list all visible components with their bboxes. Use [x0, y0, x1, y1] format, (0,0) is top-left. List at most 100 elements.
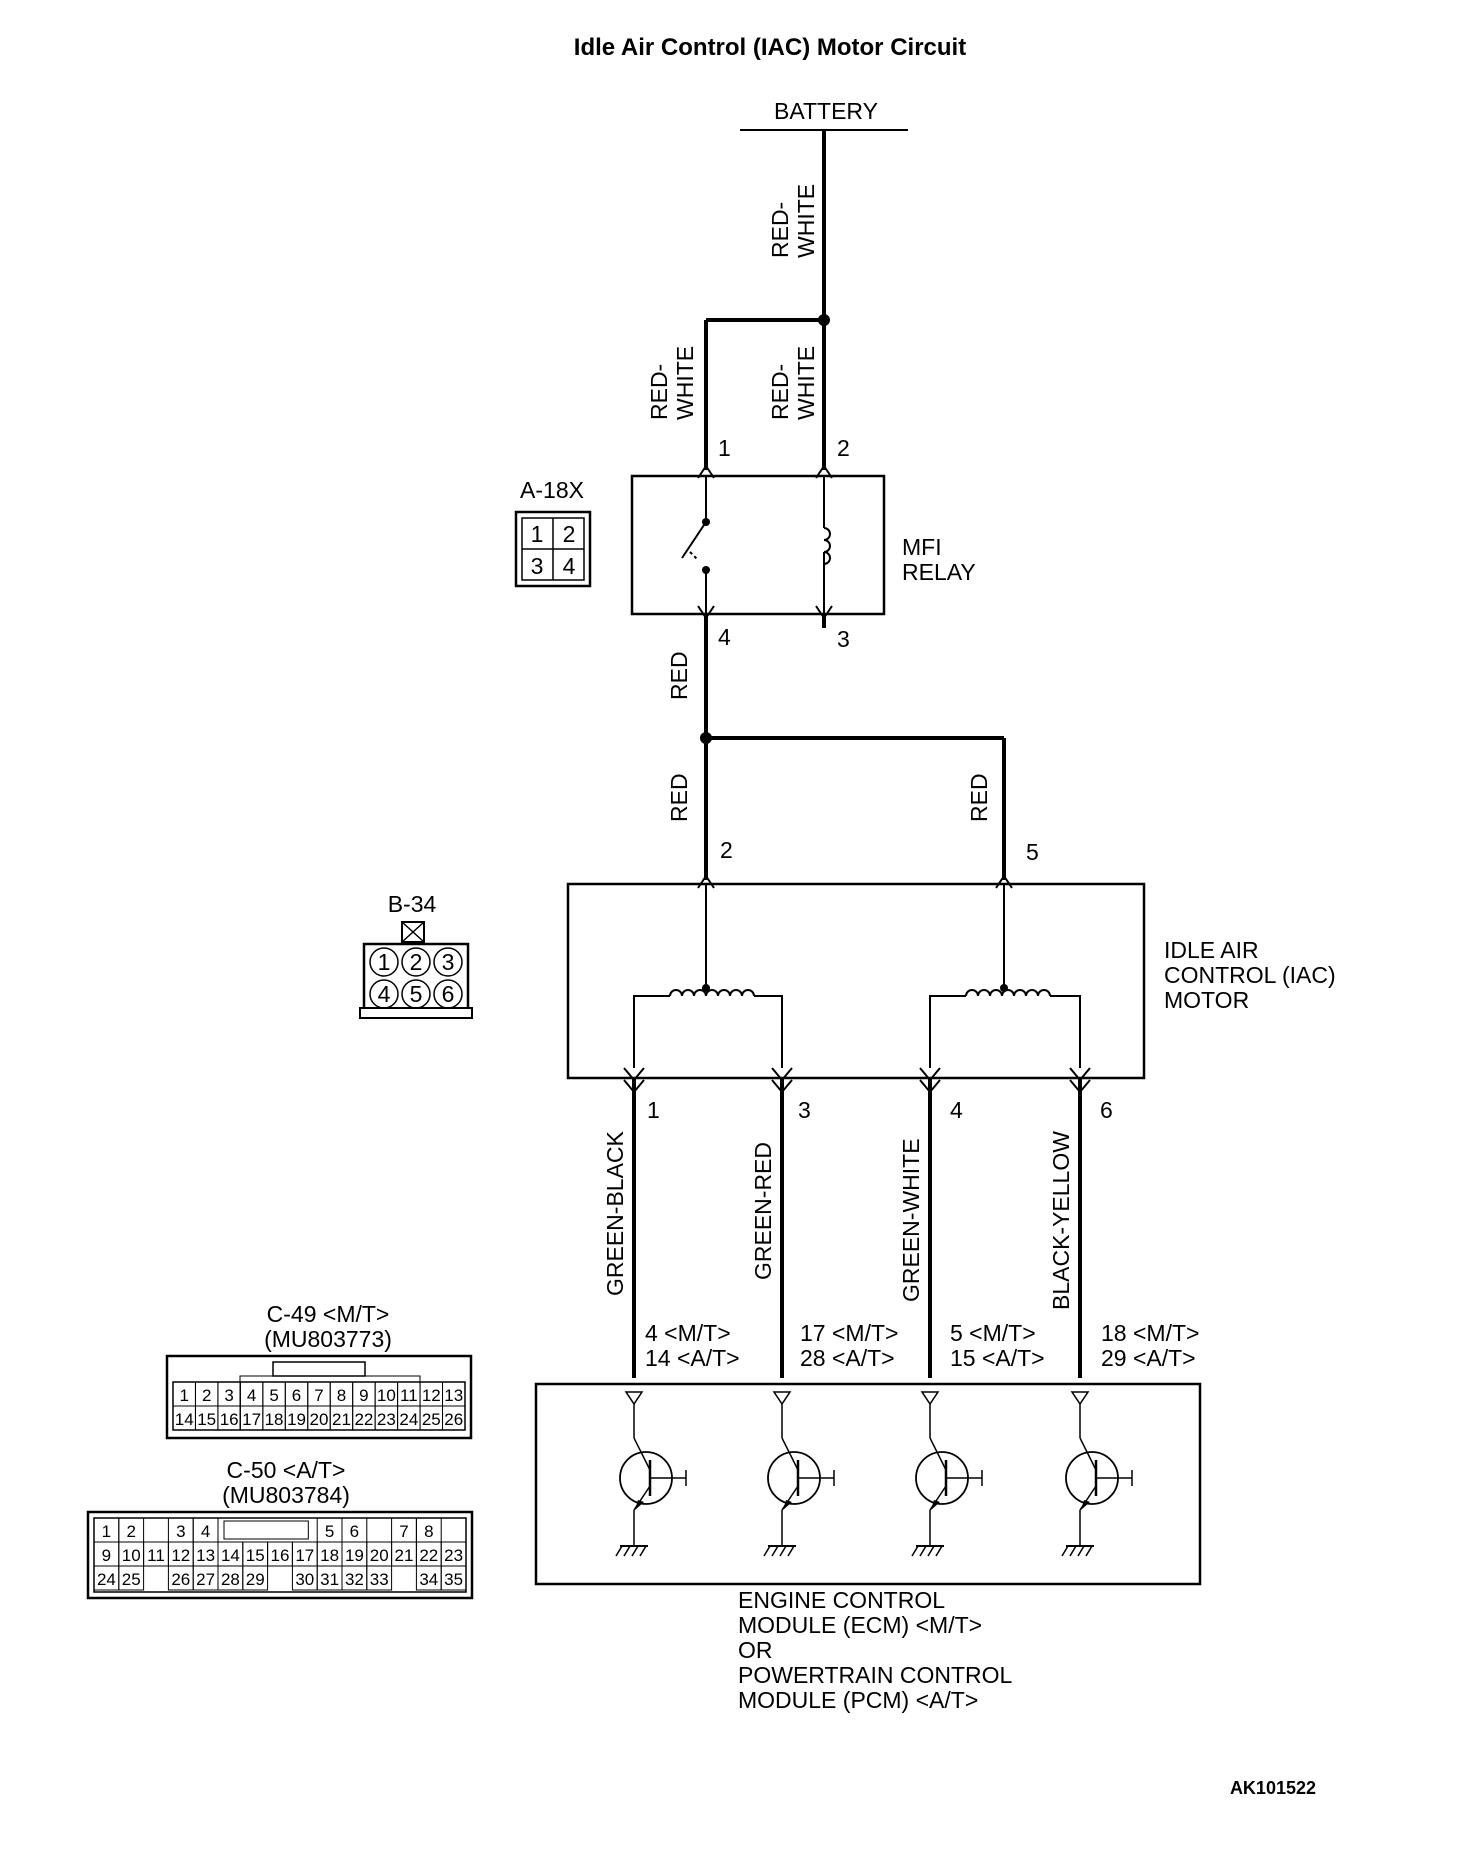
- ecm-transistor-1: [615, 1391, 687, 1557]
- wire-color-black-yellow: BLACK-YELLOW: [1048, 1131, 1074, 1310]
- svg-text:WHITE: WHITE: [672, 346, 698, 420]
- svg-text:15 <A/T>: 15 <A/T>: [950, 1345, 1045, 1371]
- iac-pin-4: 4: [950, 1097, 963, 1123]
- svg-text:RED-: RED-: [767, 364, 793, 420]
- svg-text:4: 4: [563, 553, 576, 579]
- c50-pin-2: 2: [126, 1522, 135, 1541]
- c50-cell-25: [118, 1565, 145, 1591]
- c50-pin-16: 16: [271, 1546, 290, 1565]
- svg-text:3: 3: [531, 553, 544, 579]
- ecm-label: ENGINE CONTROL MODULE (ECM) <M/T> OR POW…: [738, 1587, 1013, 1713]
- c50-pin-15: 15: [246, 1546, 265, 1565]
- c50-pin-35: 35: [444, 1570, 463, 1589]
- c50-pin-7: 7: [399, 1522, 408, 1541]
- c50-pin-5: 5: [325, 1522, 334, 1541]
- c50-pin-14: 14: [221, 1546, 240, 1565]
- c49-pin-22: 22: [354, 1410, 373, 1429]
- c50-pin-34: 34: [419, 1570, 438, 1589]
- svg-text:WHITE: WHITE: [793, 346, 819, 420]
- svg-text:WHITE: WHITE: [793, 184, 819, 258]
- c50-pin-9: 9: [102, 1546, 111, 1565]
- c49-pin-11: 11: [400, 1386, 418, 1405]
- c50-pin-19: 19: [345, 1546, 364, 1565]
- svg-text:RED-: RED-: [767, 202, 793, 258]
- c49-pin-1: 1: [179, 1386, 188, 1405]
- c50-key-slot: [223, 1520, 309, 1540]
- wire-color-red-iac5: RED: [966, 773, 992, 822]
- svg-text:29 <A/T>: 29 <A/T>: [1101, 1345, 1196, 1371]
- a18x-connector: 1 2 3 4: [514, 510, 592, 588]
- c50-pin-17: 17: [295, 1546, 314, 1565]
- svg-text:28 <A/T>: 28 <A/T>: [800, 1345, 895, 1371]
- svg-text:ENGINE CONTROL: ENGINE CONTROL: [738, 1587, 945, 1613]
- svg-text:2: 2: [410, 949, 423, 975]
- c49-pin-21: 21: [332, 1410, 351, 1429]
- ecm-transistor-4: [1061, 1391, 1133, 1557]
- ecm-transistors: [615, 1391, 1133, 1557]
- c49-pin-20: 20: [310, 1410, 329, 1429]
- c50-part-number: (MU803784): [222, 1482, 350, 1508]
- wire-color-red-white-pin2: RED- WHITE: [767, 346, 819, 420]
- c50-pin-25: 25: [122, 1570, 141, 1589]
- c50-pin-23: 23: [444, 1546, 463, 1565]
- c50-pin-3: 3: [176, 1522, 185, 1541]
- c50-pin-28: 28: [221, 1570, 240, 1589]
- wire-color-red-iac2: RED: [666, 773, 692, 822]
- c50-pin-10: 10: [122, 1546, 141, 1565]
- ecm-box: [534, 1382, 1202, 1586]
- svg-text:6: 6: [442, 981, 455, 1007]
- c49-pin-9: 9: [359, 1386, 368, 1405]
- relay-pin-2: 2: [837, 435, 850, 461]
- svg-text:17 <M/T>: 17 <M/T>: [800, 1320, 898, 1346]
- iac-pin-1: 1: [647, 1097, 660, 1123]
- svg-text:2: 2: [563, 521, 576, 547]
- relay-switch-arm: [681, 521, 707, 559]
- iac-pin-6: 6: [1100, 1097, 1113, 1123]
- wire-color-red-relay: RED: [666, 651, 692, 700]
- iac-pin-5: 5: [1026, 839, 1039, 865]
- c50-pin-11: 11: [147, 1546, 165, 1565]
- c49-pin-24: 24: [399, 1410, 418, 1429]
- b34-connector-label: B-34: [388, 891, 437, 917]
- battery-label: BATTERY: [774, 98, 878, 124]
- figure-id: AK101522: [1230, 1778, 1316, 1798]
- c49-cell-26: [442, 1405, 466, 1431]
- c50-connector-label: C-50 <A/T>: [227, 1457, 346, 1483]
- mfi-relay-label-line2: RELAY: [902, 559, 976, 585]
- svg-text:OR: OR: [738, 1637, 773, 1663]
- c49-pin-19: 19: [287, 1410, 306, 1429]
- c50-pin-21: 21: [395, 1546, 414, 1565]
- c50-pin-1: 1: [102, 1522, 111, 1541]
- c49-connector-label: C-49 <M/T>: [267, 1301, 390, 1327]
- ecm-terminal-3: 5 <M/T> 15 <A/T>: [950, 1320, 1045, 1371]
- c49-pin-7: 7: [314, 1386, 323, 1405]
- relay-coil: [823, 527, 831, 565]
- relay-pin-3: 3: [837, 626, 850, 652]
- wire-color-green-black: GREEN-BLACK: [602, 1130, 628, 1296]
- iac-label-line2: CONTROL (IAC): [1164, 962, 1336, 988]
- ecm-transistor-2: [763, 1391, 835, 1557]
- c49-pin-13: 13: [444, 1386, 463, 1405]
- c49-pin-4: 4: [247, 1386, 256, 1405]
- c50-pin-20: 20: [370, 1546, 389, 1565]
- c50-pin-27: 27: [196, 1570, 215, 1589]
- iac-coil-left: [633, 884, 783, 1068]
- svg-text:5: 5: [410, 981, 423, 1007]
- svg-text:3: 3: [442, 949, 455, 975]
- mfi-relay-box: [630, 474, 886, 616]
- svg-text:MODULE (ECM) <M/T>: MODULE (ECM) <M/T>: [738, 1612, 982, 1638]
- svg-text:1: 1: [378, 949, 391, 975]
- svg-text:5 <M/T>: 5 <M/T>: [950, 1320, 1036, 1346]
- iac-pin-2: 2: [720, 837, 733, 863]
- c50-pin-32: 32: [345, 1570, 364, 1589]
- a18x-connector-label: A-18X: [520, 477, 584, 503]
- c50-cell-29: [242, 1565, 269, 1591]
- c49-pin-25: 25: [422, 1410, 441, 1429]
- iac-label-line1: IDLE AIR: [1164, 937, 1259, 963]
- svg-text:MODULE (PCM) <A/T>: MODULE (PCM) <A/T>: [738, 1687, 978, 1713]
- c49-pin-17: 17: [242, 1410, 261, 1429]
- wire-color-red-white-main: RED- WHITE: [767, 184, 819, 258]
- c50-pin-24: 24: [97, 1570, 116, 1589]
- c49-pin-3: 3: [224, 1386, 233, 1405]
